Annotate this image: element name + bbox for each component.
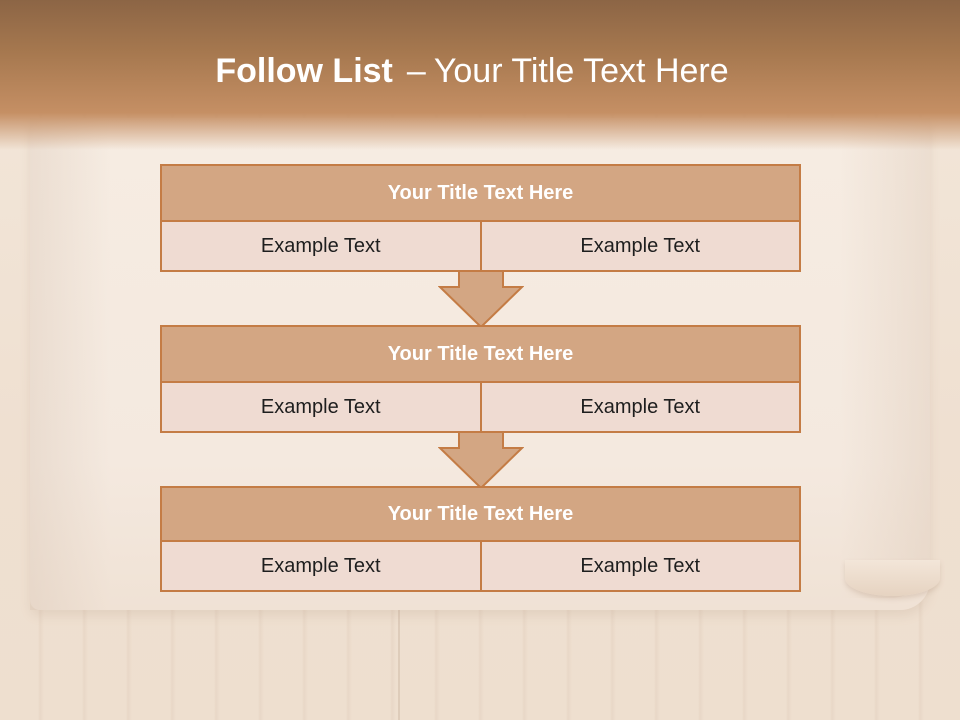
slide-title-dash: – xyxy=(406,52,426,90)
down-arrow-icon xyxy=(438,271,524,329)
block-row: Example Text Example Text xyxy=(160,542,801,592)
block-title: Your Title Text Here xyxy=(160,486,801,542)
block-cell-left: Example Text xyxy=(260,234,381,257)
header-band xyxy=(0,0,960,150)
block-title: Your Title Text Here xyxy=(160,164,801,222)
block-cell-right: Example Text xyxy=(479,222,800,270)
block-cell-right: Example Text xyxy=(479,383,800,431)
slide-title-text: Your Title Text Here xyxy=(433,52,729,90)
block-cell-right: Example Text xyxy=(479,542,800,590)
scroll-left-shade xyxy=(30,118,110,610)
list-block: Your Title Text Here Example Text Exampl… xyxy=(160,325,801,433)
slide-title-bold: Follow List xyxy=(215,52,393,90)
block-title: Your Title Text Here xyxy=(160,325,801,383)
list-block: Your Title Text Here Example Text Exampl… xyxy=(160,164,801,272)
list-block: Your Title Text Here Example Text Exampl… xyxy=(160,486,801,592)
board-seam xyxy=(398,590,400,720)
block-cell-left: Example Text xyxy=(260,554,381,577)
block-row: Example Text Example Text xyxy=(160,383,801,433)
slide-title: Follow List–Your Title Text Here xyxy=(0,52,944,91)
block-row: Example Text Example Text xyxy=(160,222,801,272)
scroll-right-roll xyxy=(840,118,930,598)
scroll-curl xyxy=(845,560,940,596)
block-cell-left: Example Text xyxy=(260,395,381,418)
down-arrow-icon xyxy=(438,432,524,490)
